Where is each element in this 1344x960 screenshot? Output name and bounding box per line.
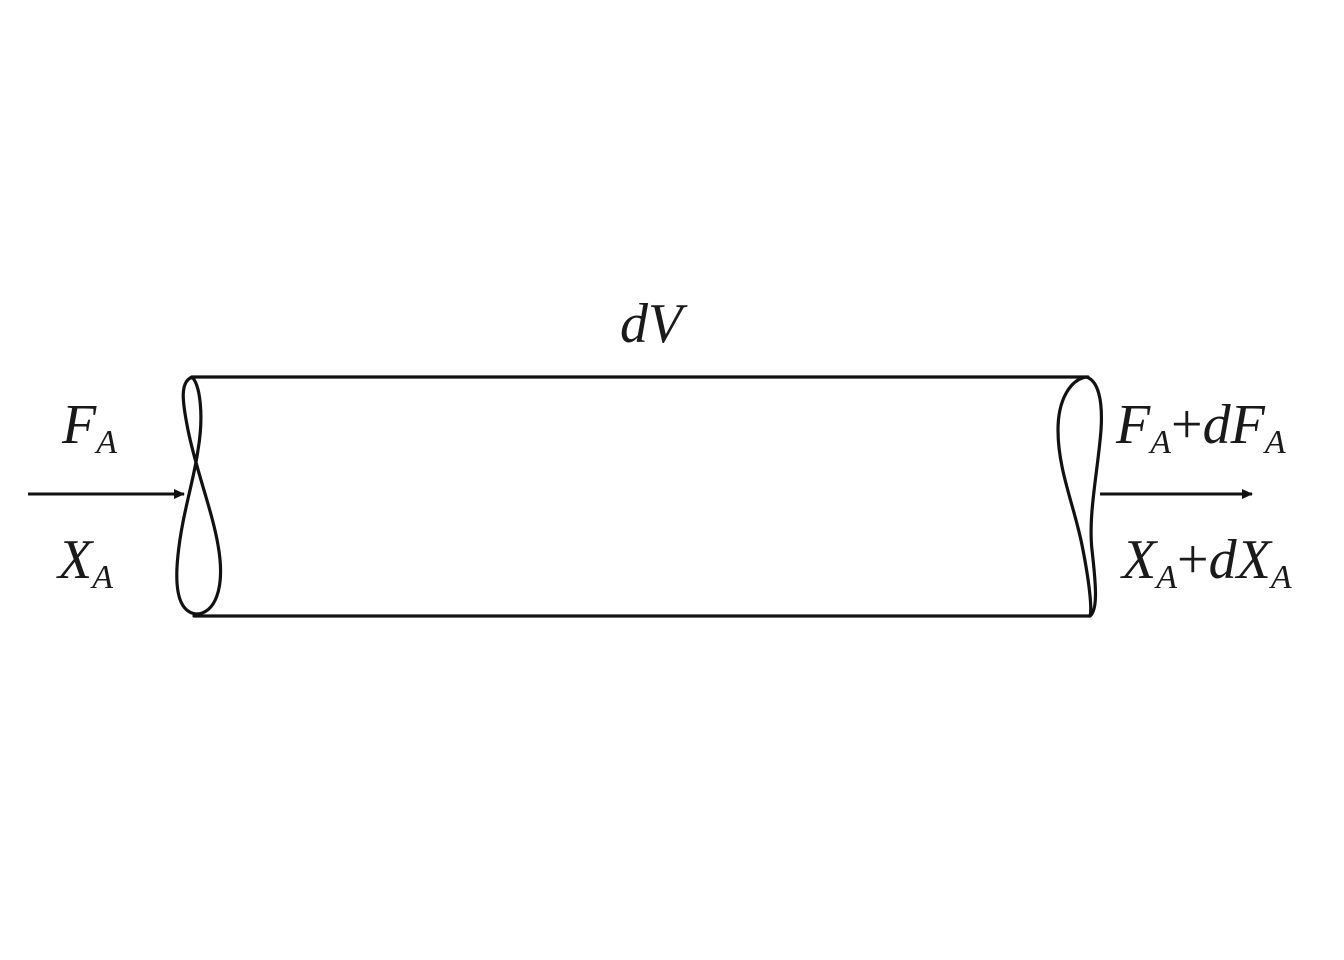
outlet-conversion-plus: + xyxy=(1177,529,1209,591)
tube-element xyxy=(175,375,1104,618)
outlet-flow-symbol: F xyxy=(1115,394,1151,456)
outlet-conversion-subscript: A xyxy=(1154,559,1177,596)
outlet-cross-section xyxy=(1056,375,1104,618)
inlet-cross-section xyxy=(175,375,223,616)
outlet-flow-label: FA+dFA xyxy=(1115,394,1286,461)
outlet-conversion-differential: dX xyxy=(1209,529,1274,591)
inlet-conversion-symbol: X xyxy=(56,529,95,591)
volume-label: dV xyxy=(620,293,688,355)
inlet-flow-subscript: A xyxy=(94,424,117,461)
outlet-conversion-symbol: X xyxy=(1120,529,1159,591)
outlet-flow-differential: dF xyxy=(1203,394,1266,456)
inlet-conversion-label: XA xyxy=(56,529,113,596)
outlet-conversion-label: XA+dXA xyxy=(1120,529,1292,596)
inlet-conversion-subscript: A xyxy=(90,559,113,596)
outlet-flow-plus: + xyxy=(1171,394,1203,456)
outlet-flow-subscript: A xyxy=(1148,424,1171,461)
outlet-flow-differential-subscript: A xyxy=(1263,424,1286,461)
inlet-flow-symbol: F xyxy=(61,394,97,456)
inlet-flow-label: FA xyxy=(61,394,117,461)
outlet-conversion-differential-subscript: A xyxy=(1269,559,1292,596)
